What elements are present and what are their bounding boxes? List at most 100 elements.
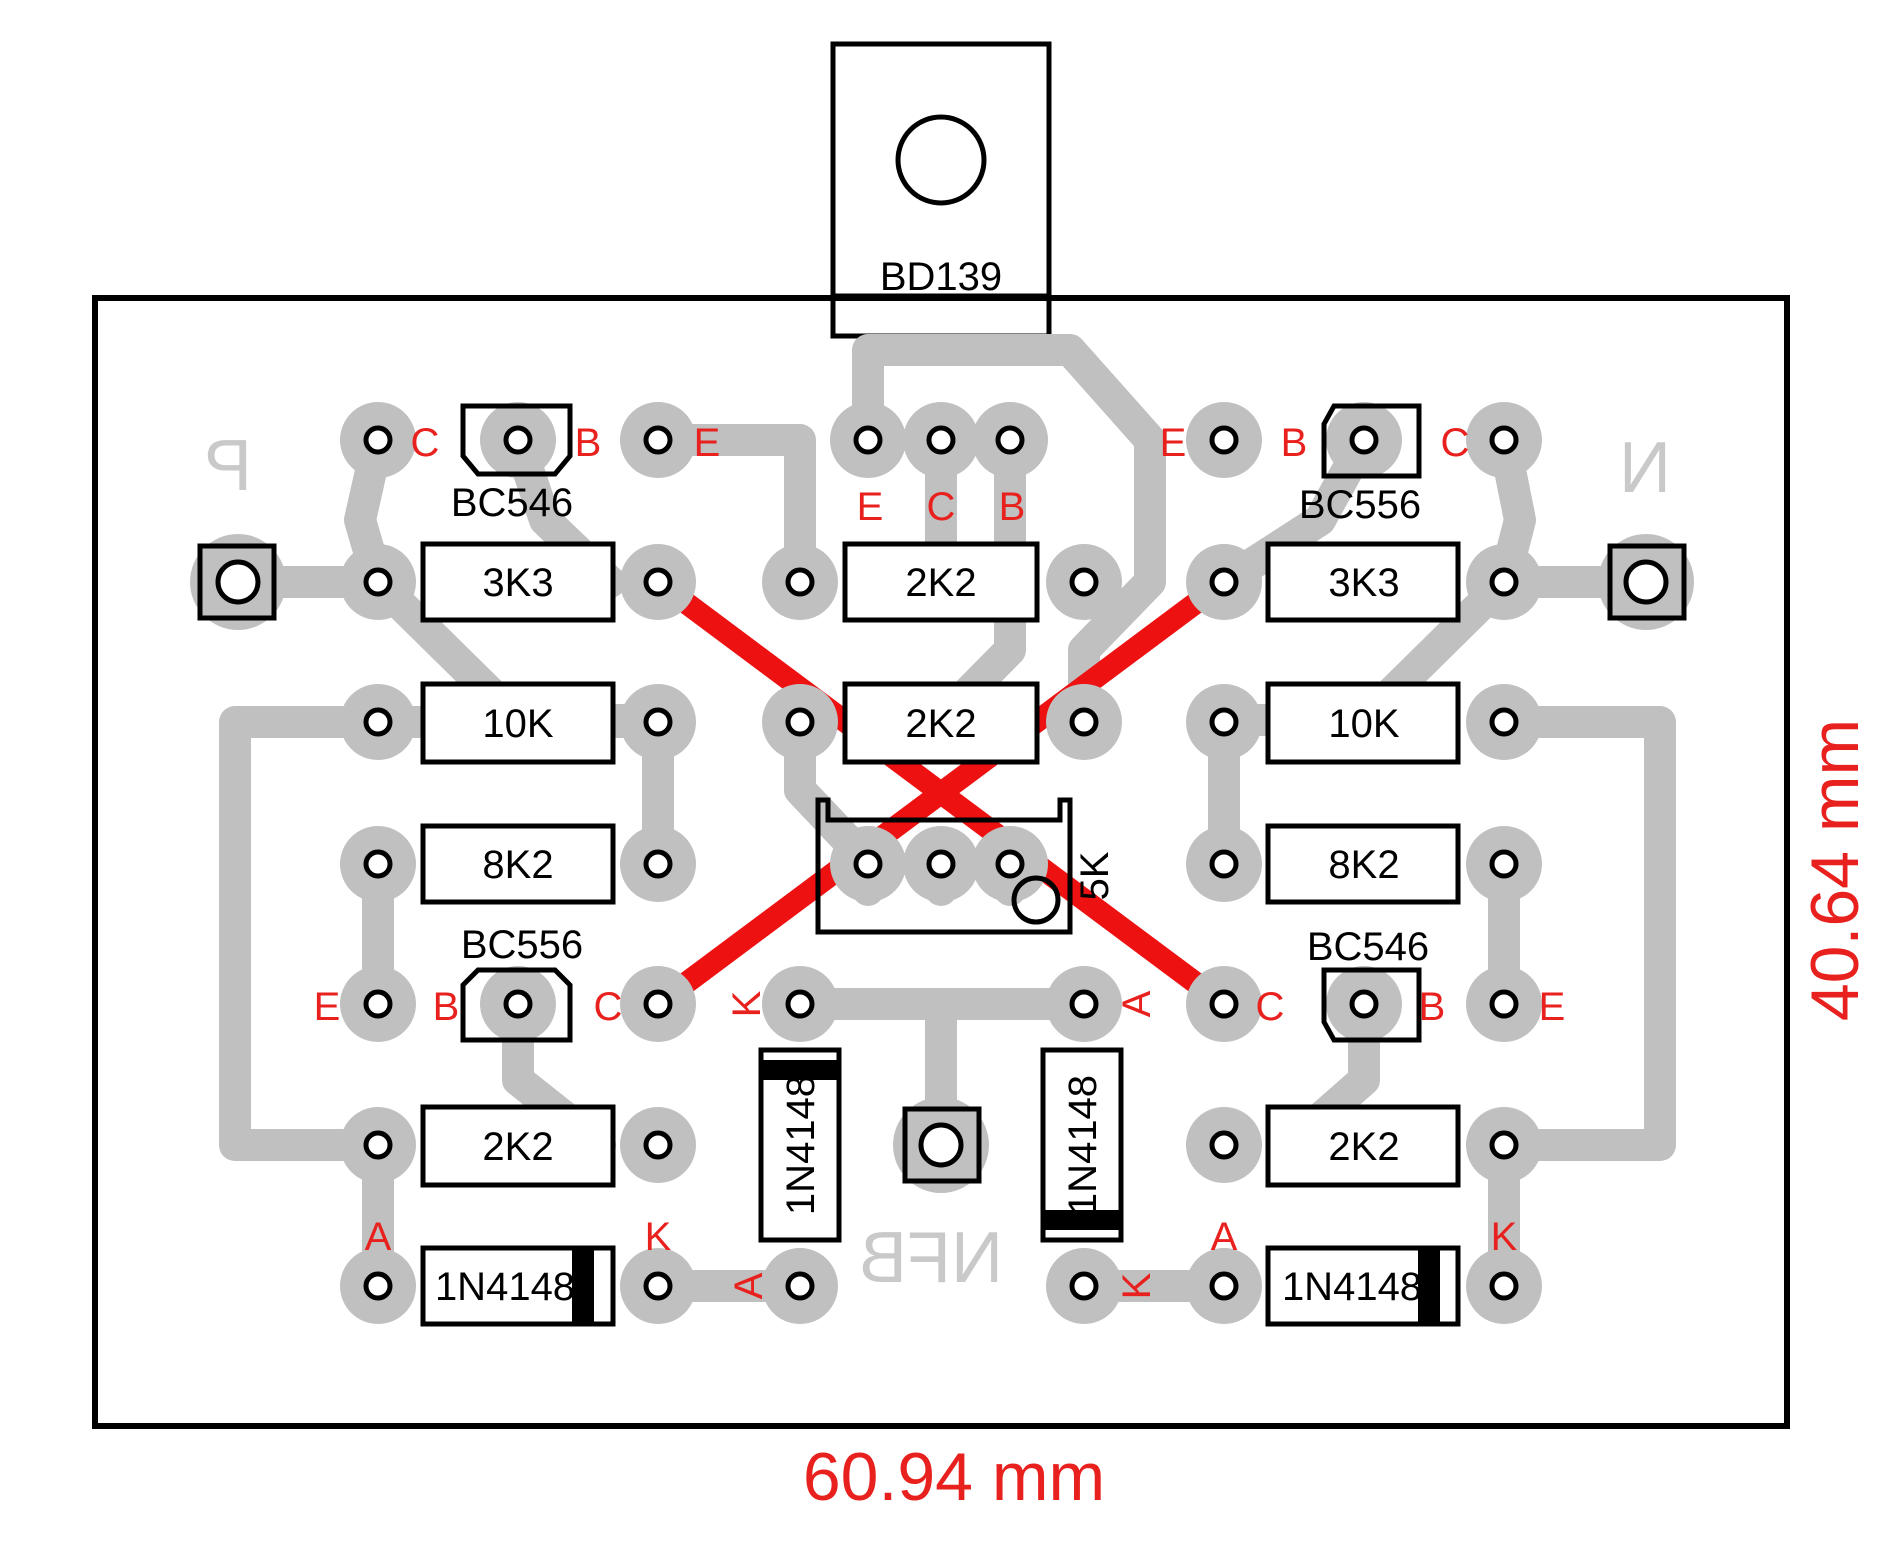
pad-hole bbox=[853, 425, 883, 455]
pad-hole bbox=[363, 567, 393, 597]
pin-bd-c: C bbox=[927, 485, 956, 529]
label-r-top-right: 3K3 bbox=[1328, 561, 1399, 605]
pin-tl-c: C bbox=[411, 421, 440, 465]
pad-hole bbox=[643, 1130, 673, 1160]
pad-hole bbox=[643, 989, 673, 1019]
pin-bl-e: E bbox=[314, 985, 341, 1029]
silk-left-pad: P bbox=[204, 426, 252, 506]
pin-dbr-k: K bbox=[1115, 1272, 1159, 1299]
pad-hole bbox=[643, 425, 673, 455]
pad-hole bbox=[1069, 989, 1099, 1019]
pad-hole bbox=[1489, 849, 1519, 879]
label-r-top-left: 3K3 bbox=[482, 561, 553, 605]
pin-tr-b: B bbox=[1281, 421, 1308, 465]
pad-hole bbox=[1069, 1271, 1099, 1301]
label-r-bottom-right: 2K2 bbox=[1328, 1125, 1399, 1169]
label-r-8k2-right: 8K2 bbox=[1328, 843, 1399, 887]
pad-hole bbox=[1349, 989, 1379, 1019]
pin-dbl-k: K bbox=[645, 1215, 672, 1259]
pad-hole bbox=[643, 567, 673, 597]
pad-hole bbox=[995, 425, 1025, 455]
diode-bands bbox=[572, 1060, 1440, 1324]
dimension-width: 60.94 mm bbox=[803, 1439, 1105, 1515]
pad-hole bbox=[643, 1271, 673, 1301]
pad-hole bbox=[1209, 567, 1239, 597]
pin-br-b: B bbox=[1419, 985, 1446, 1029]
pin-br-e: E bbox=[1539, 985, 1566, 1029]
pin-bl-b: B bbox=[433, 985, 460, 1029]
pad-hole bbox=[363, 1130, 393, 1160]
label-r-mid-left: 10K bbox=[482, 702, 553, 746]
to92-outlines bbox=[460, 403, 1422, 1043]
label-q-top-right: BC556 bbox=[1299, 483, 1421, 527]
pin-bd-b: B bbox=[999, 485, 1026, 529]
label-d-vert-right: 1N4148 bbox=[1061, 1075, 1105, 1215]
pad-hole bbox=[785, 567, 815, 597]
pad-hole bbox=[1489, 1271, 1519, 1301]
pin-bd-e: E bbox=[857, 485, 884, 529]
pin-tl-b: B bbox=[575, 421, 602, 465]
jumper-wires bbox=[647, 571, 1235, 1015]
board-outline bbox=[92, 295, 1790, 1429]
pad-hole bbox=[643, 849, 673, 879]
pad-hole bbox=[1209, 989, 1239, 1019]
pad-hole bbox=[785, 989, 815, 1019]
pad-hole bbox=[1069, 707, 1099, 737]
label-r-mid-right: 10K bbox=[1328, 702, 1399, 746]
pad-hole bbox=[363, 989, 393, 1019]
pin-tr-e: E bbox=[1160, 421, 1187, 465]
connector-pads bbox=[190, 534, 1694, 1193]
label-r-bottom-left: 2K2 bbox=[482, 1125, 553, 1169]
silk-bottom-pad: NFB bbox=[859, 1218, 1003, 1298]
pad-hole bbox=[363, 849, 393, 879]
pin-br-c: C bbox=[1256, 985, 1285, 1029]
pad-hole bbox=[1069, 567, 1099, 597]
pin-dbl-a: A bbox=[365, 1215, 392, 1259]
label-q-bottom-left: BC556 bbox=[461, 923, 583, 967]
label-r-8k2-left: 8K2 bbox=[482, 843, 553, 887]
pad-hole bbox=[1489, 425, 1519, 455]
pad-hole bbox=[785, 1271, 815, 1301]
pads bbox=[340, 402, 1542, 1324]
trimmer-5k bbox=[815, 797, 1073, 935]
pad-hole bbox=[363, 707, 393, 737]
dimension-height: 40.64 mm bbox=[1797, 719, 1873, 1021]
label-q-top-left: BC546 bbox=[451, 481, 573, 525]
pad-hole bbox=[995, 849, 1025, 879]
label-r-top-mid: 2K2 bbox=[905, 561, 976, 605]
pad-hole bbox=[926, 425, 956, 455]
pin-tl-e: E bbox=[694, 421, 721, 465]
pin-bl-c: C bbox=[594, 985, 623, 1029]
pad-hole bbox=[643, 707, 673, 737]
pad-hole bbox=[503, 425, 533, 455]
pad-hole bbox=[1489, 989, 1519, 1019]
pad-hole bbox=[1489, 1130, 1519, 1160]
pad-hole bbox=[1209, 707, 1239, 737]
pad-hole bbox=[1209, 849, 1239, 879]
pad-hole bbox=[1209, 1130, 1239, 1160]
label-q-bottom-right: BC546 bbox=[1307, 925, 1429, 969]
pad-hole bbox=[853, 849, 883, 879]
pad-hole bbox=[1489, 707, 1519, 737]
pad-hole bbox=[926, 849, 956, 879]
pin-tr-c: C bbox=[1441, 421, 1470, 465]
pin-dbl-a2: A bbox=[727, 1272, 771, 1299]
label-bd139: BD139 bbox=[880, 255, 1002, 299]
silk-right-pad: N bbox=[1619, 428, 1671, 508]
pad-hole bbox=[1209, 425, 1239, 455]
pin-dv-a: A bbox=[1115, 990, 1159, 1017]
pin-dbr-a: A bbox=[1211, 1215, 1238, 1259]
label-r-mid-mid: 2K2 bbox=[905, 702, 976, 746]
pin-dv-k: K bbox=[725, 990, 769, 1017]
pad-hole bbox=[1489, 567, 1519, 597]
pad-hole bbox=[1209, 1271, 1239, 1301]
pad-hole bbox=[785, 707, 815, 737]
label-d-bottom-right: 1N4148 bbox=[1282, 1265, 1422, 1309]
label-pot: 5K bbox=[1073, 851, 1117, 900]
pad-hole bbox=[363, 1271, 393, 1301]
pin-dbr-k2: K bbox=[1491, 1215, 1518, 1259]
components bbox=[420, 541, 1461, 1327]
pad-hole bbox=[1349, 425, 1379, 455]
label-d-vert-left: 1N4148 bbox=[779, 1075, 823, 1215]
